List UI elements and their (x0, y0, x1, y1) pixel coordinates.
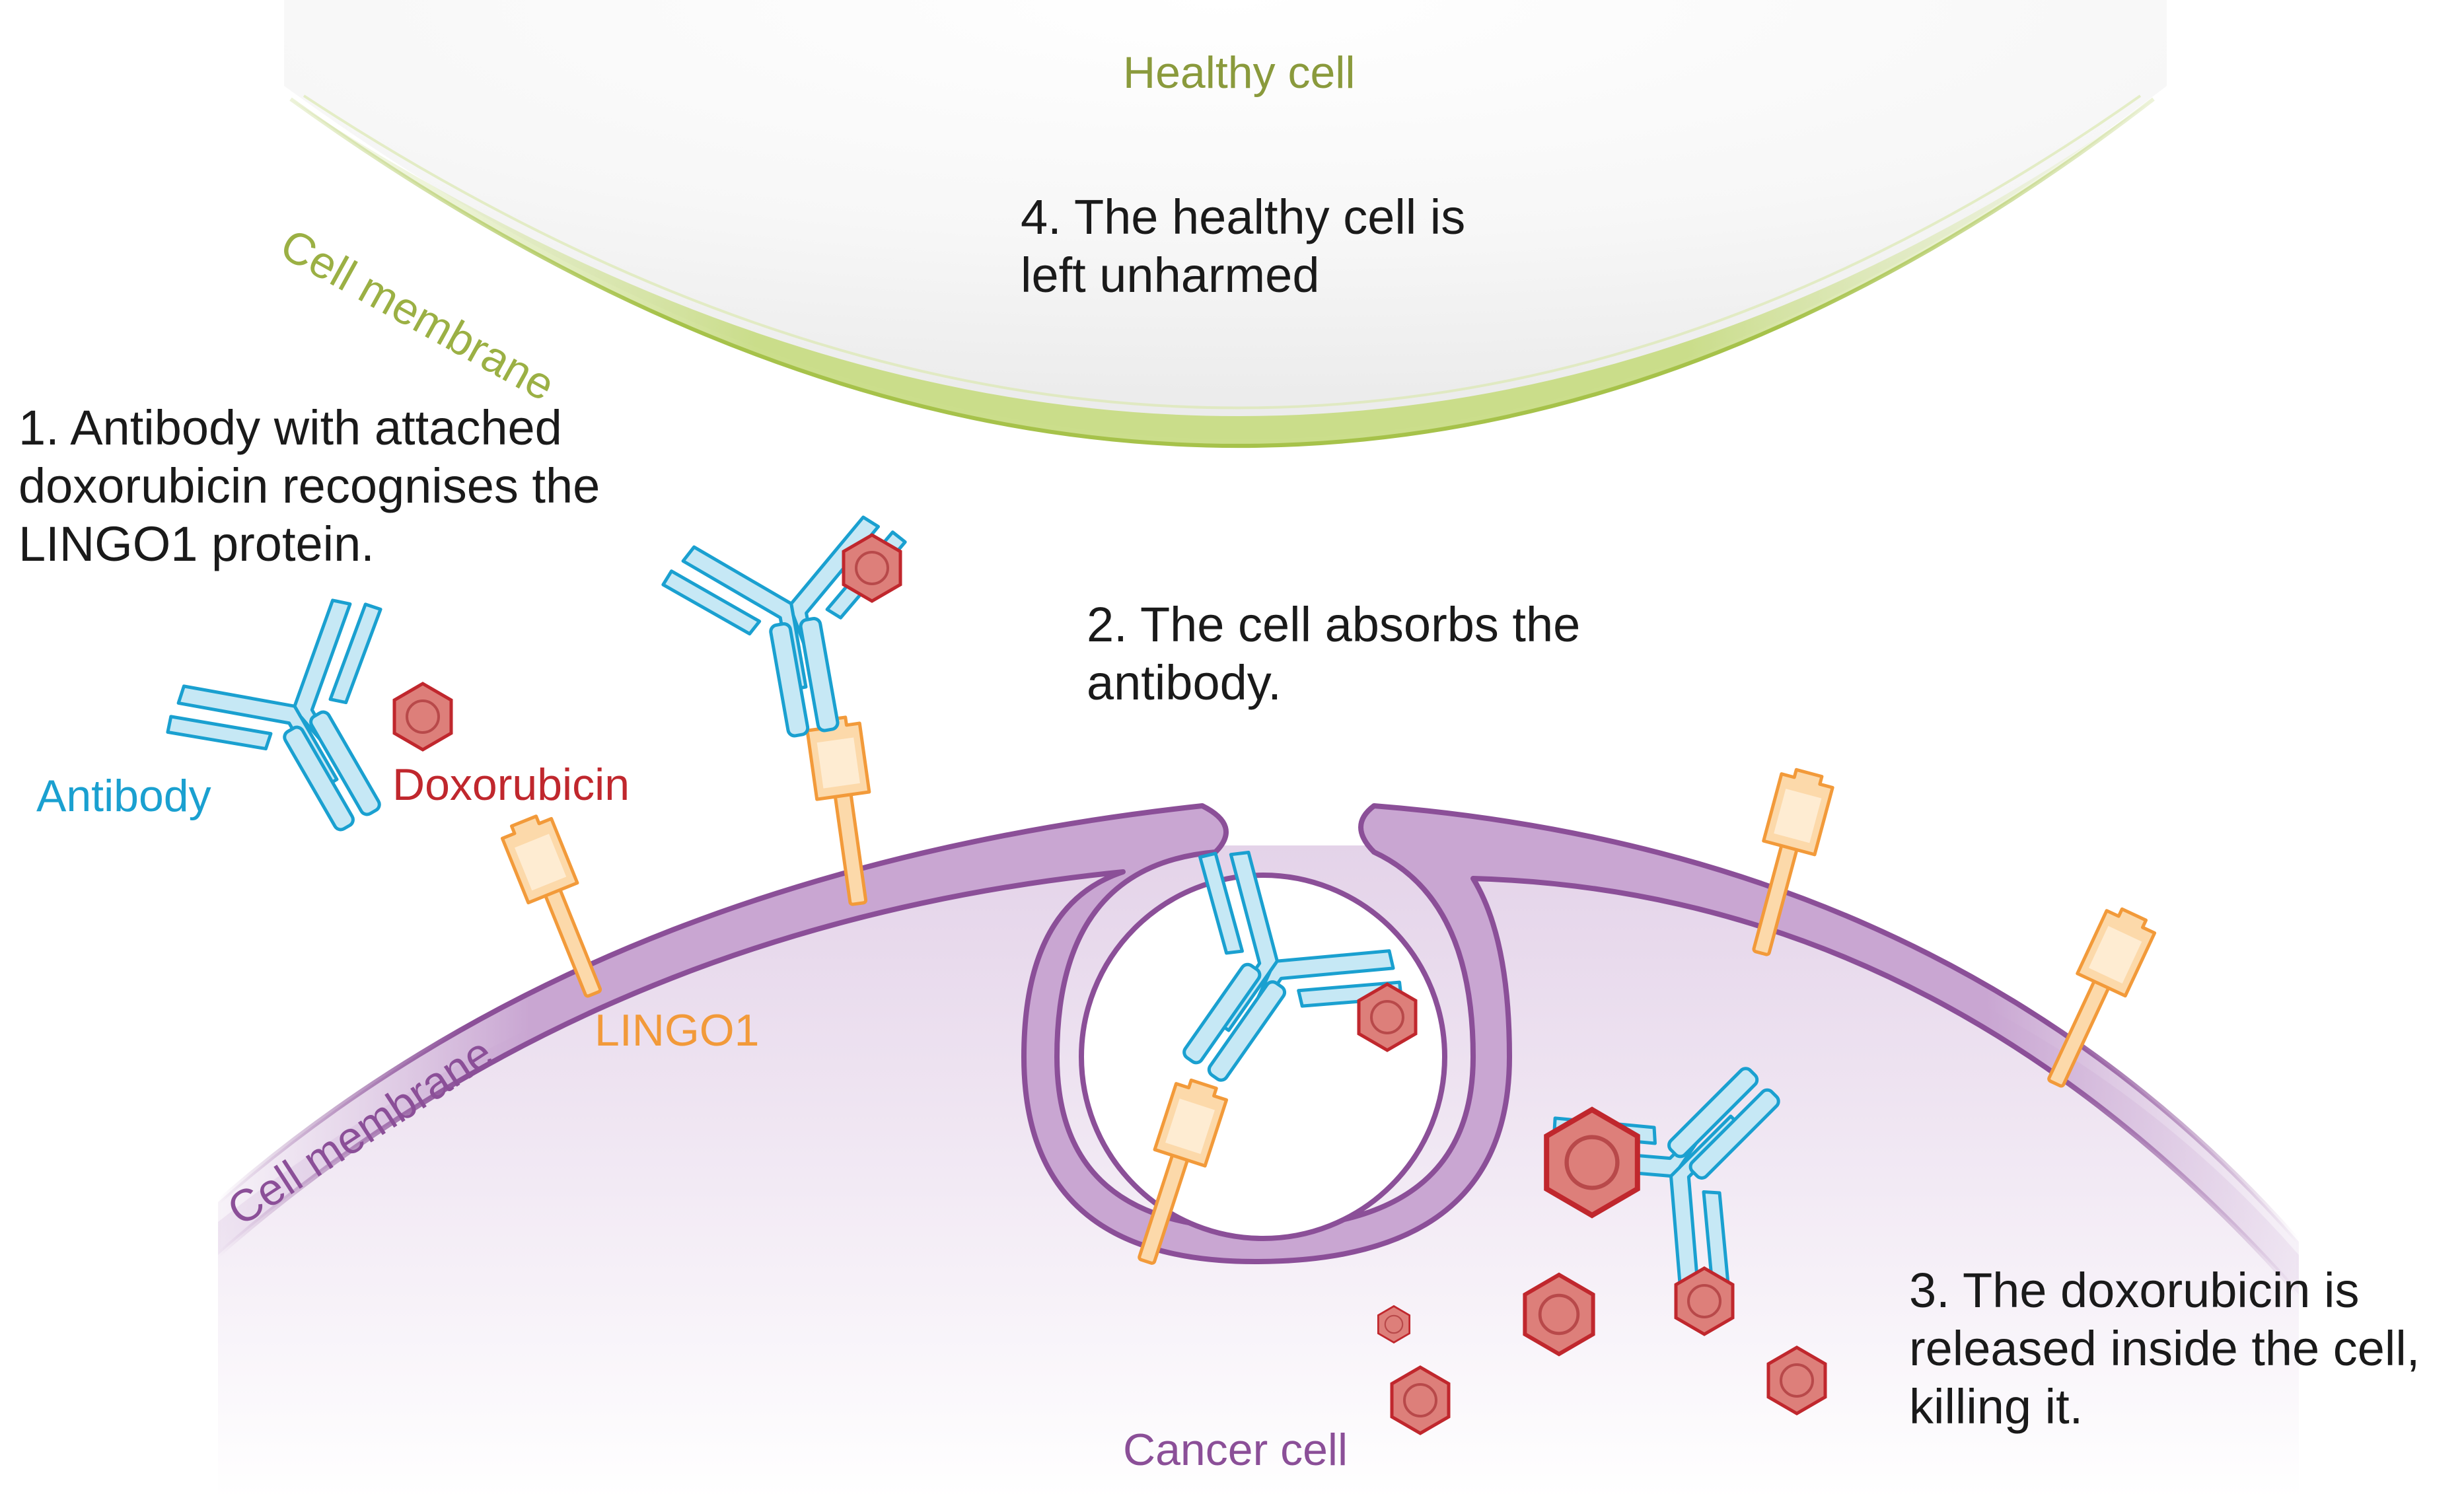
step-4-text: 4. The healthy cell is left unharmed (1021, 190, 1466, 303)
antibody-label: Antibody (36, 771, 211, 821)
healthy-cell (284, 0, 2167, 448)
step-3-text: 3. The doxorubicin is released inside th… (1909, 1263, 2420, 1434)
cancer-cell-label: Cancer cell (1123, 1425, 1348, 1475)
doxorubicin-label: Doxorubicin (392, 760, 630, 810)
healthy-cell-label: Healthy cell (1123, 48, 1356, 98)
step-2-text: 2. The cell absorbs the antibody. (1087, 597, 1581, 710)
lingo1-label: LINGO1 (595, 1005, 760, 1055)
step-1-text: 1. Antibody with attached doxorubicin re… (18, 400, 600, 571)
